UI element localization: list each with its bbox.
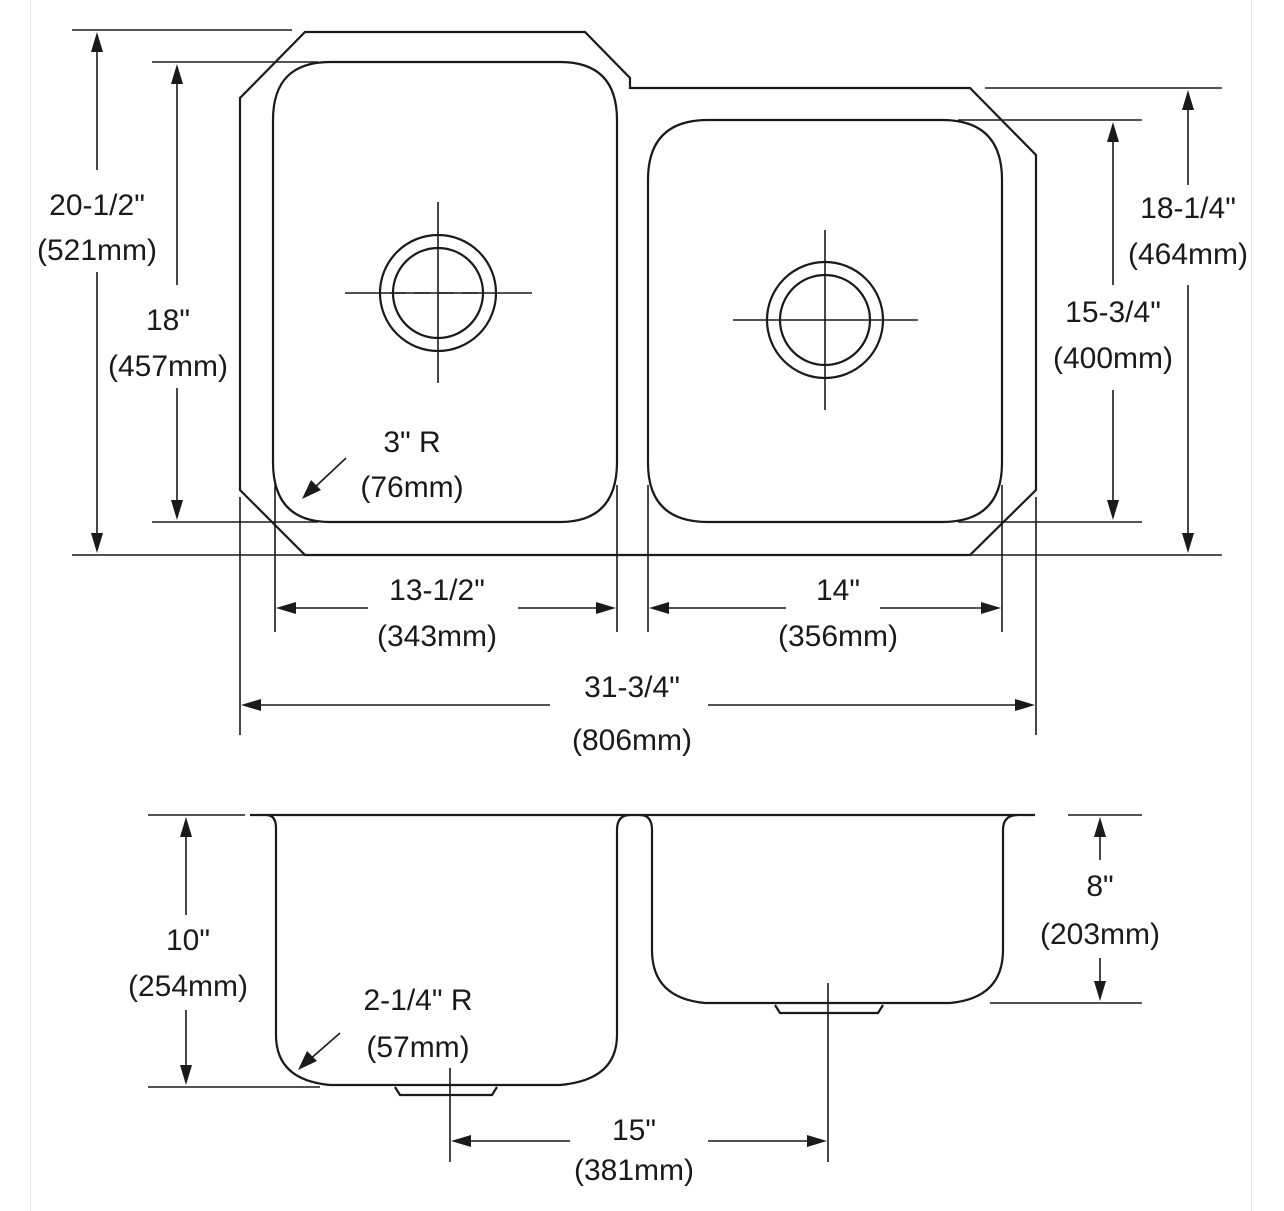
dim-left-bowl-height: 10" (254mm) bbox=[128, 817, 248, 1085]
dim-overall-width-metric: (806mm) bbox=[572, 724, 692, 757]
dim-left-bowl-height-imperial: 10" bbox=[166, 924, 210, 957]
dim-overall-width: 31-3/4" (806mm) bbox=[241, 671, 1035, 757]
dim-overall-depth: 20-1/2" (521mm) bbox=[37, 32, 157, 553]
left-bowl bbox=[271, 60, 619, 524]
dim-overall-width-imperial: 31-3/4" bbox=[584, 671, 680, 704]
dim-left-bowl-height-metric: (254mm) bbox=[128, 970, 248, 1003]
dim-right-bowl-height: 8" (203mm) bbox=[1040, 817, 1160, 1001]
dim-right-bowl-width: 14" (356mm) bbox=[649, 574, 1001, 653]
dim-bottom-radius-metric: (57mm) bbox=[366, 1031, 469, 1064]
top-view: 20-1/2" (521mm) 18" (457mm) 18-1/4" (464… bbox=[37, 29, 1248, 757]
dim-right-overall-depth-imperial: 18-1/4" bbox=[1140, 192, 1236, 225]
dim-left-bowl-width: 13-1/2" (343mm) bbox=[276, 574, 616, 653]
dim-right-bowl-height-imperial: 8" bbox=[1086, 870, 1113, 903]
dim-drain-spacing-imperial: 15" bbox=[612, 1114, 656, 1147]
dim-left-bowl-width-metric: (343mm) bbox=[377, 620, 497, 653]
right-drain bbox=[733, 230, 918, 410]
sink-outline bbox=[238, 30, 1038, 557]
dim-bottom-radius: 2-1/4" R (57mm) bbox=[298, 984, 473, 1070]
side-right-drain bbox=[774, 1004, 884, 1015]
dim-corner-radius: 3" R (76mm) bbox=[302, 426, 464, 504]
dim-overall-depth-metric: (521mm) bbox=[37, 234, 157, 267]
right-bowl bbox=[646, 118, 1004, 524]
dim-right-bowl-width-imperial: 14" bbox=[816, 574, 860, 607]
page-frame bbox=[30, 0, 1252, 1211]
dim-drain-spacing: 15" (381mm) bbox=[451, 1114, 827, 1187]
dim-left-bowl-depth: 18" (457mm) bbox=[108, 64, 228, 520]
dim-corner-radius-metric: (76mm) bbox=[360, 471, 463, 504]
dim-bottom-radius-imperial: 2-1/4" R bbox=[363, 984, 472, 1017]
dim-right-bowl-depth-imperial: 15-3/4" bbox=[1065, 296, 1161, 329]
side-view: 10" (254mm) 8" (203mm) 2-1/4" R (57mm) 1… bbox=[128, 813, 1160, 1187]
dim-right-bowl-height-metric: (203mm) bbox=[1040, 918, 1160, 951]
side-left-bowl bbox=[265, 813, 631, 1087]
dim-drain-spacing-metric: (381mm) bbox=[574, 1154, 694, 1187]
dim-overall-depth-imperial: 20-1/2" bbox=[49, 189, 145, 222]
dim-right-bowl-depth-metric: (400mm) bbox=[1053, 342, 1173, 375]
left-drain bbox=[345, 202, 532, 383]
side-left-drain bbox=[394, 1086, 498, 1097]
dim-left-bowl-depth-imperial: 18" bbox=[146, 304, 190, 337]
dim-left-bowl-width-imperial: 13-1/2" bbox=[389, 574, 485, 607]
dim-right-overall-depth-metric: (464mm) bbox=[1128, 238, 1248, 271]
dim-right-bowl-width-metric: (356mm) bbox=[778, 620, 898, 653]
dim-right-bowl-depth: 15-3/4" (400mm) bbox=[1053, 122, 1173, 520]
side-right-bowl bbox=[639, 813, 1019, 1005]
dim-corner-radius-imperial: 3" R bbox=[383, 426, 440, 459]
dim-left-bowl-depth-metric: (457mm) bbox=[108, 350, 228, 383]
dim-right-overall-depth: 18-1/4" (464mm) bbox=[1128, 90, 1248, 553]
